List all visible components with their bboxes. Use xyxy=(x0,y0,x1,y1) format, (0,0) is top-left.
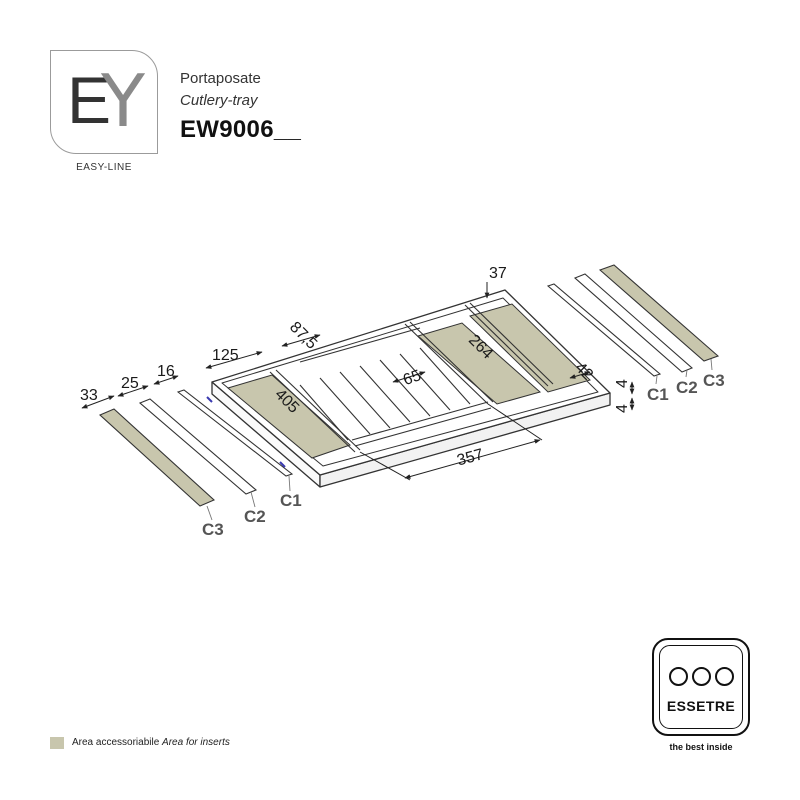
part-label-leaders xyxy=(206,358,713,521)
divider-slot-5 xyxy=(379,359,431,417)
easy-line-logo: E Y xyxy=(50,50,158,154)
dim-label-37: 37 xyxy=(489,265,507,282)
legend-label-english: Area for inserts xyxy=(162,737,230,748)
product-code: EW9006__ xyxy=(180,116,302,143)
dimension-lines xyxy=(81,282,635,481)
dim-label-4a: 4 xyxy=(614,379,631,388)
manufacturer-tagline: the best inside xyxy=(669,742,733,752)
dim-label-33: 33 xyxy=(80,387,98,404)
strip-right-c3 xyxy=(598,264,720,362)
dim-line-357-ext-left xyxy=(359,451,411,481)
leader-right-c3 xyxy=(710,358,713,371)
dim-line-87-5 xyxy=(281,334,321,347)
divider-cross-1 xyxy=(299,327,421,363)
divider-6 xyxy=(469,302,554,385)
side-strips-left xyxy=(98,389,294,507)
divider-slot-3 xyxy=(339,371,391,429)
part-labels: C3 C2 C1 C1 C2 C3 xyxy=(202,371,725,539)
divider-slot-4 xyxy=(359,365,411,423)
part-label-right-c3: C3 xyxy=(703,371,725,390)
leader-left-c2 xyxy=(250,491,256,508)
divider-slot-1 xyxy=(299,384,349,441)
header: E Y EASY-LINE Portaposate Cutlery-tray E… xyxy=(50,50,370,180)
divider-cross-3 xyxy=(354,407,492,447)
compartment-dividers xyxy=(269,302,554,453)
legend-swatch xyxy=(50,737,64,749)
dim-label-357: 357 xyxy=(455,446,485,469)
essetre-circle-icon xyxy=(669,667,688,686)
dim-line-42 xyxy=(569,371,591,379)
essetre-circle-icon xyxy=(692,667,711,686)
divider-cross-2 xyxy=(351,401,489,441)
part-label-right-c2: C2 xyxy=(676,378,698,397)
leader-right-c2 xyxy=(685,369,688,378)
logo-letter-e: E xyxy=(67,63,112,137)
dim-line-65 xyxy=(392,371,426,383)
divider-3 xyxy=(404,323,489,405)
strip-left-c1-marker xyxy=(206,396,213,403)
divider-2 xyxy=(275,369,361,451)
leader-left-c3 xyxy=(206,505,213,521)
manufacturer-name: ESSETRE xyxy=(666,698,736,714)
side-strips-right xyxy=(546,264,720,377)
divider-slot-7 xyxy=(419,347,471,405)
strip-left-c2 xyxy=(138,398,258,495)
dim-line-125 xyxy=(205,351,263,369)
divider-4 xyxy=(409,321,494,403)
leader-left-c1 xyxy=(288,475,291,492)
essetre-circle-icon xyxy=(715,667,734,686)
strip-left-c3 xyxy=(98,408,216,507)
strip-left-c1 xyxy=(176,389,294,477)
product-line-name: EASY-LINE xyxy=(76,162,132,173)
strip-right-c1 xyxy=(546,283,662,377)
dim-line-357-ext-right xyxy=(487,403,543,441)
divider-slot-2 xyxy=(319,377,371,435)
divider-1 xyxy=(269,371,356,453)
dim-label-25: 25 xyxy=(121,375,139,392)
legend-text: Area accessoriabile Area for inserts xyxy=(72,737,230,748)
dim-label-65: 65 xyxy=(401,367,424,389)
strip-left-c1-marker-end xyxy=(279,461,286,468)
insert-area-back-center xyxy=(416,322,542,405)
leader-right-c1 xyxy=(655,375,658,385)
dim-label-87-5: 87,5 xyxy=(286,319,320,353)
insert-area-back-right xyxy=(469,303,591,393)
strip-right-c2 xyxy=(573,273,694,373)
dim-line-16 xyxy=(153,375,179,385)
dim-label-4b: 4 xyxy=(614,404,631,413)
product-name-italian: Portaposate xyxy=(180,70,261,87)
divider-5 xyxy=(464,304,549,387)
essetre-logo-frame: ESSETRE xyxy=(659,645,743,729)
dim-line-25 xyxy=(117,385,149,397)
dim-label-16: 16 xyxy=(157,363,175,380)
insert-areas xyxy=(226,303,591,459)
part-label-right-c1: C1 xyxy=(647,385,669,404)
part-label-left-c2: C2 xyxy=(244,507,266,526)
insert-area-left xyxy=(226,374,351,459)
dim-line-357 xyxy=(404,439,541,479)
dim-label-125: 125 xyxy=(212,347,239,364)
part-label-left-c3: C3 xyxy=(202,520,224,539)
legend-label-italian: Area accessoriabile xyxy=(72,737,160,748)
product-name-english: Cutlery-tray xyxy=(180,92,258,109)
part-label-left-c1: C1 xyxy=(280,491,302,510)
dim-line-33 xyxy=(81,395,115,409)
essetre-logo: ESSETRE xyxy=(652,638,750,736)
logo-letter-y: Y xyxy=(101,59,145,143)
